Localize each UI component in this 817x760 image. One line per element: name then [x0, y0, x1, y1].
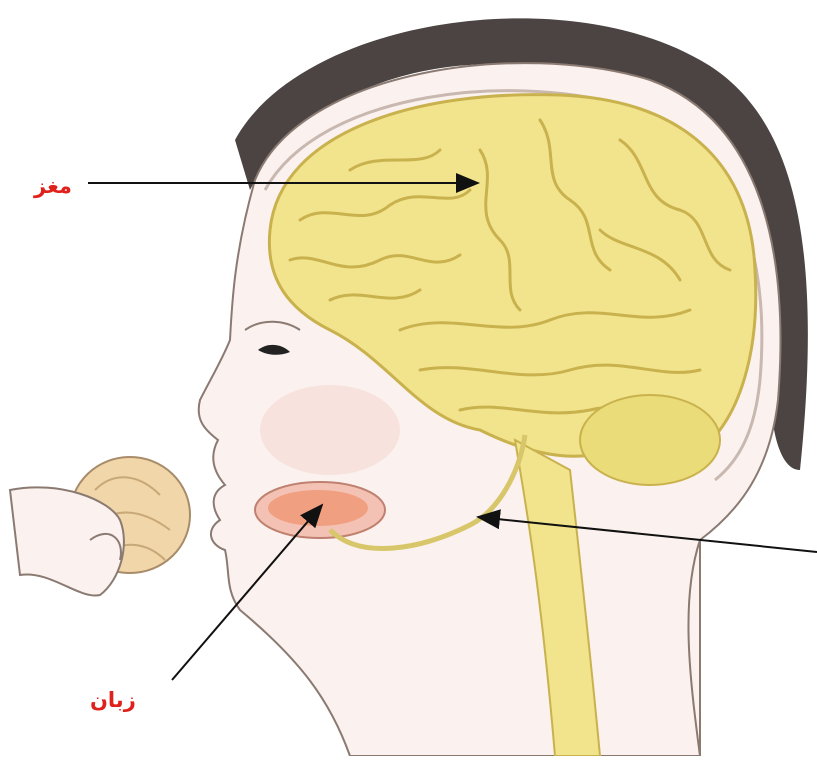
cheek	[260, 385, 400, 475]
tongue-label: زبان	[90, 688, 136, 712]
hand-with-food	[10, 457, 190, 596]
tongue	[268, 490, 368, 526]
cerebellum	[580, 395, 720, 485]
brain-label: مغز	[34, 174, 72, 198]
